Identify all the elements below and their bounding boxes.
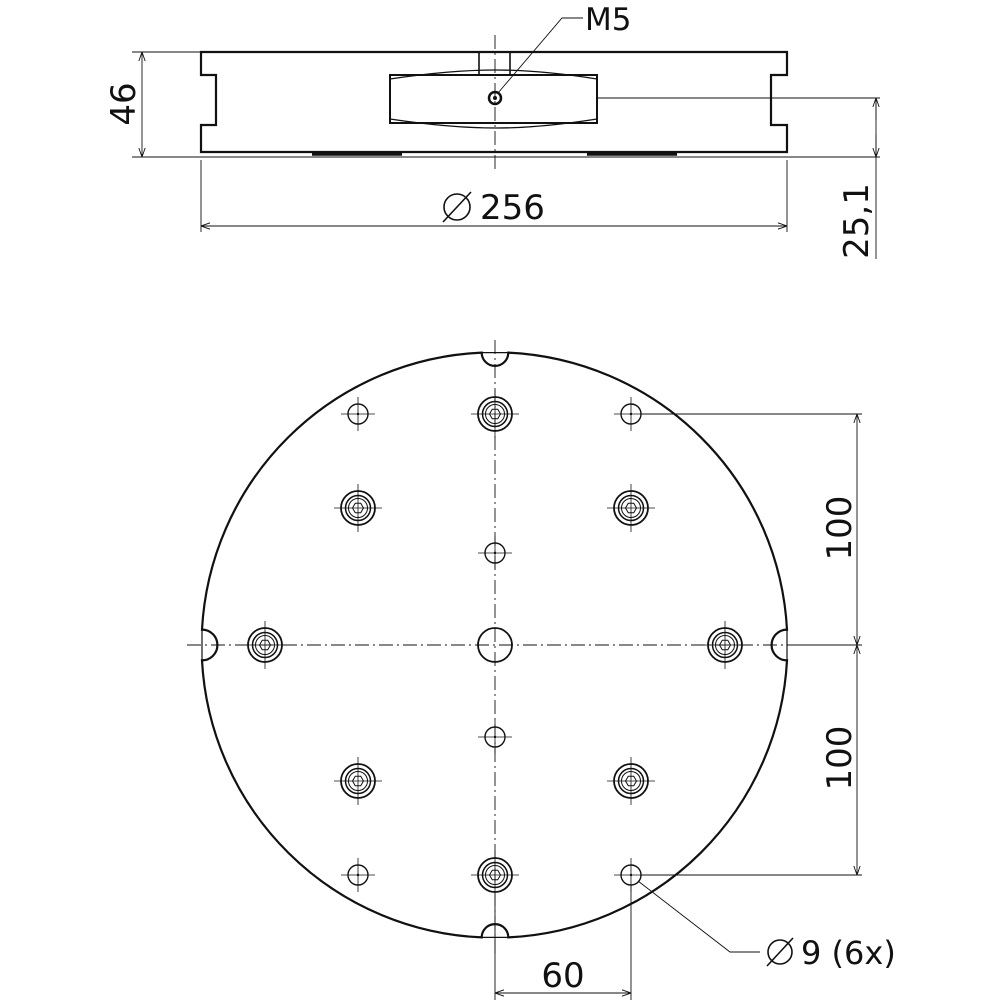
side-view: M5 46 256 25,1 <box>104 2 880 259</box>
mounting-screw <box>606 756 656 806</box>
top-extension-lines <box>494 413 862 1000</box>
plate-side-profile <box>199 50 789 154</box>
mounting-screw <box>470 389 520 439</box>
mounting-screw <box>240 620 290 670</box>
side-extension-lines <box>132 51 880 232</box>
diameter-label: 256 <box>480 188 545 228</box>
height-label: 46 <box>104 82 144 125</box>
center-bore <box>477 627 513 663</box>
center-slot <box>478 52 511 75</box>
thread-leader-line <box>497 17 583 94</box>
mounting-screw <box>606 483 656 533</box>
through-hole <box>340 396 376 432</box>
hole-diameter-symbol <box>766 937 794 967</box>
through-hole <box>477 535 513 571</box>
through-hole <box>477 719 513 755</box>
mounting-screw <box>333 483 383 533</box>
lower-spacing-label: 100 <box>820 726 860 791</box>
hole-label: 9 (6x) <box>801 934 896 972</box>
thread-label: M5 <box>585 2 631 38</box>
through-hole <box>340 857 376 893</box>
center-clamp-block <box>389 74 598 124</box>
offset-label: 25,1 <box>837 183 877 259</box>
horizontal-spacing-label: 60 <box>541 956 584 996</box>
mounting-screw <box>700 620 750 670</box>
diameter-symbol <box>442 191 472 223</box>
mounting-screw <box>470 850 520 900</box>
upper-spacing-label: 100 <box>820 496 860 561</box>
mounting-screw <box>333 756 383 806</box>
clamp-bevel <box>389 69 598 129</box>
top-view: 100 100 60 9 (6x) <box>187 340 896 1000</box>
hole-leader-line <box>637 880 760 953</box>
